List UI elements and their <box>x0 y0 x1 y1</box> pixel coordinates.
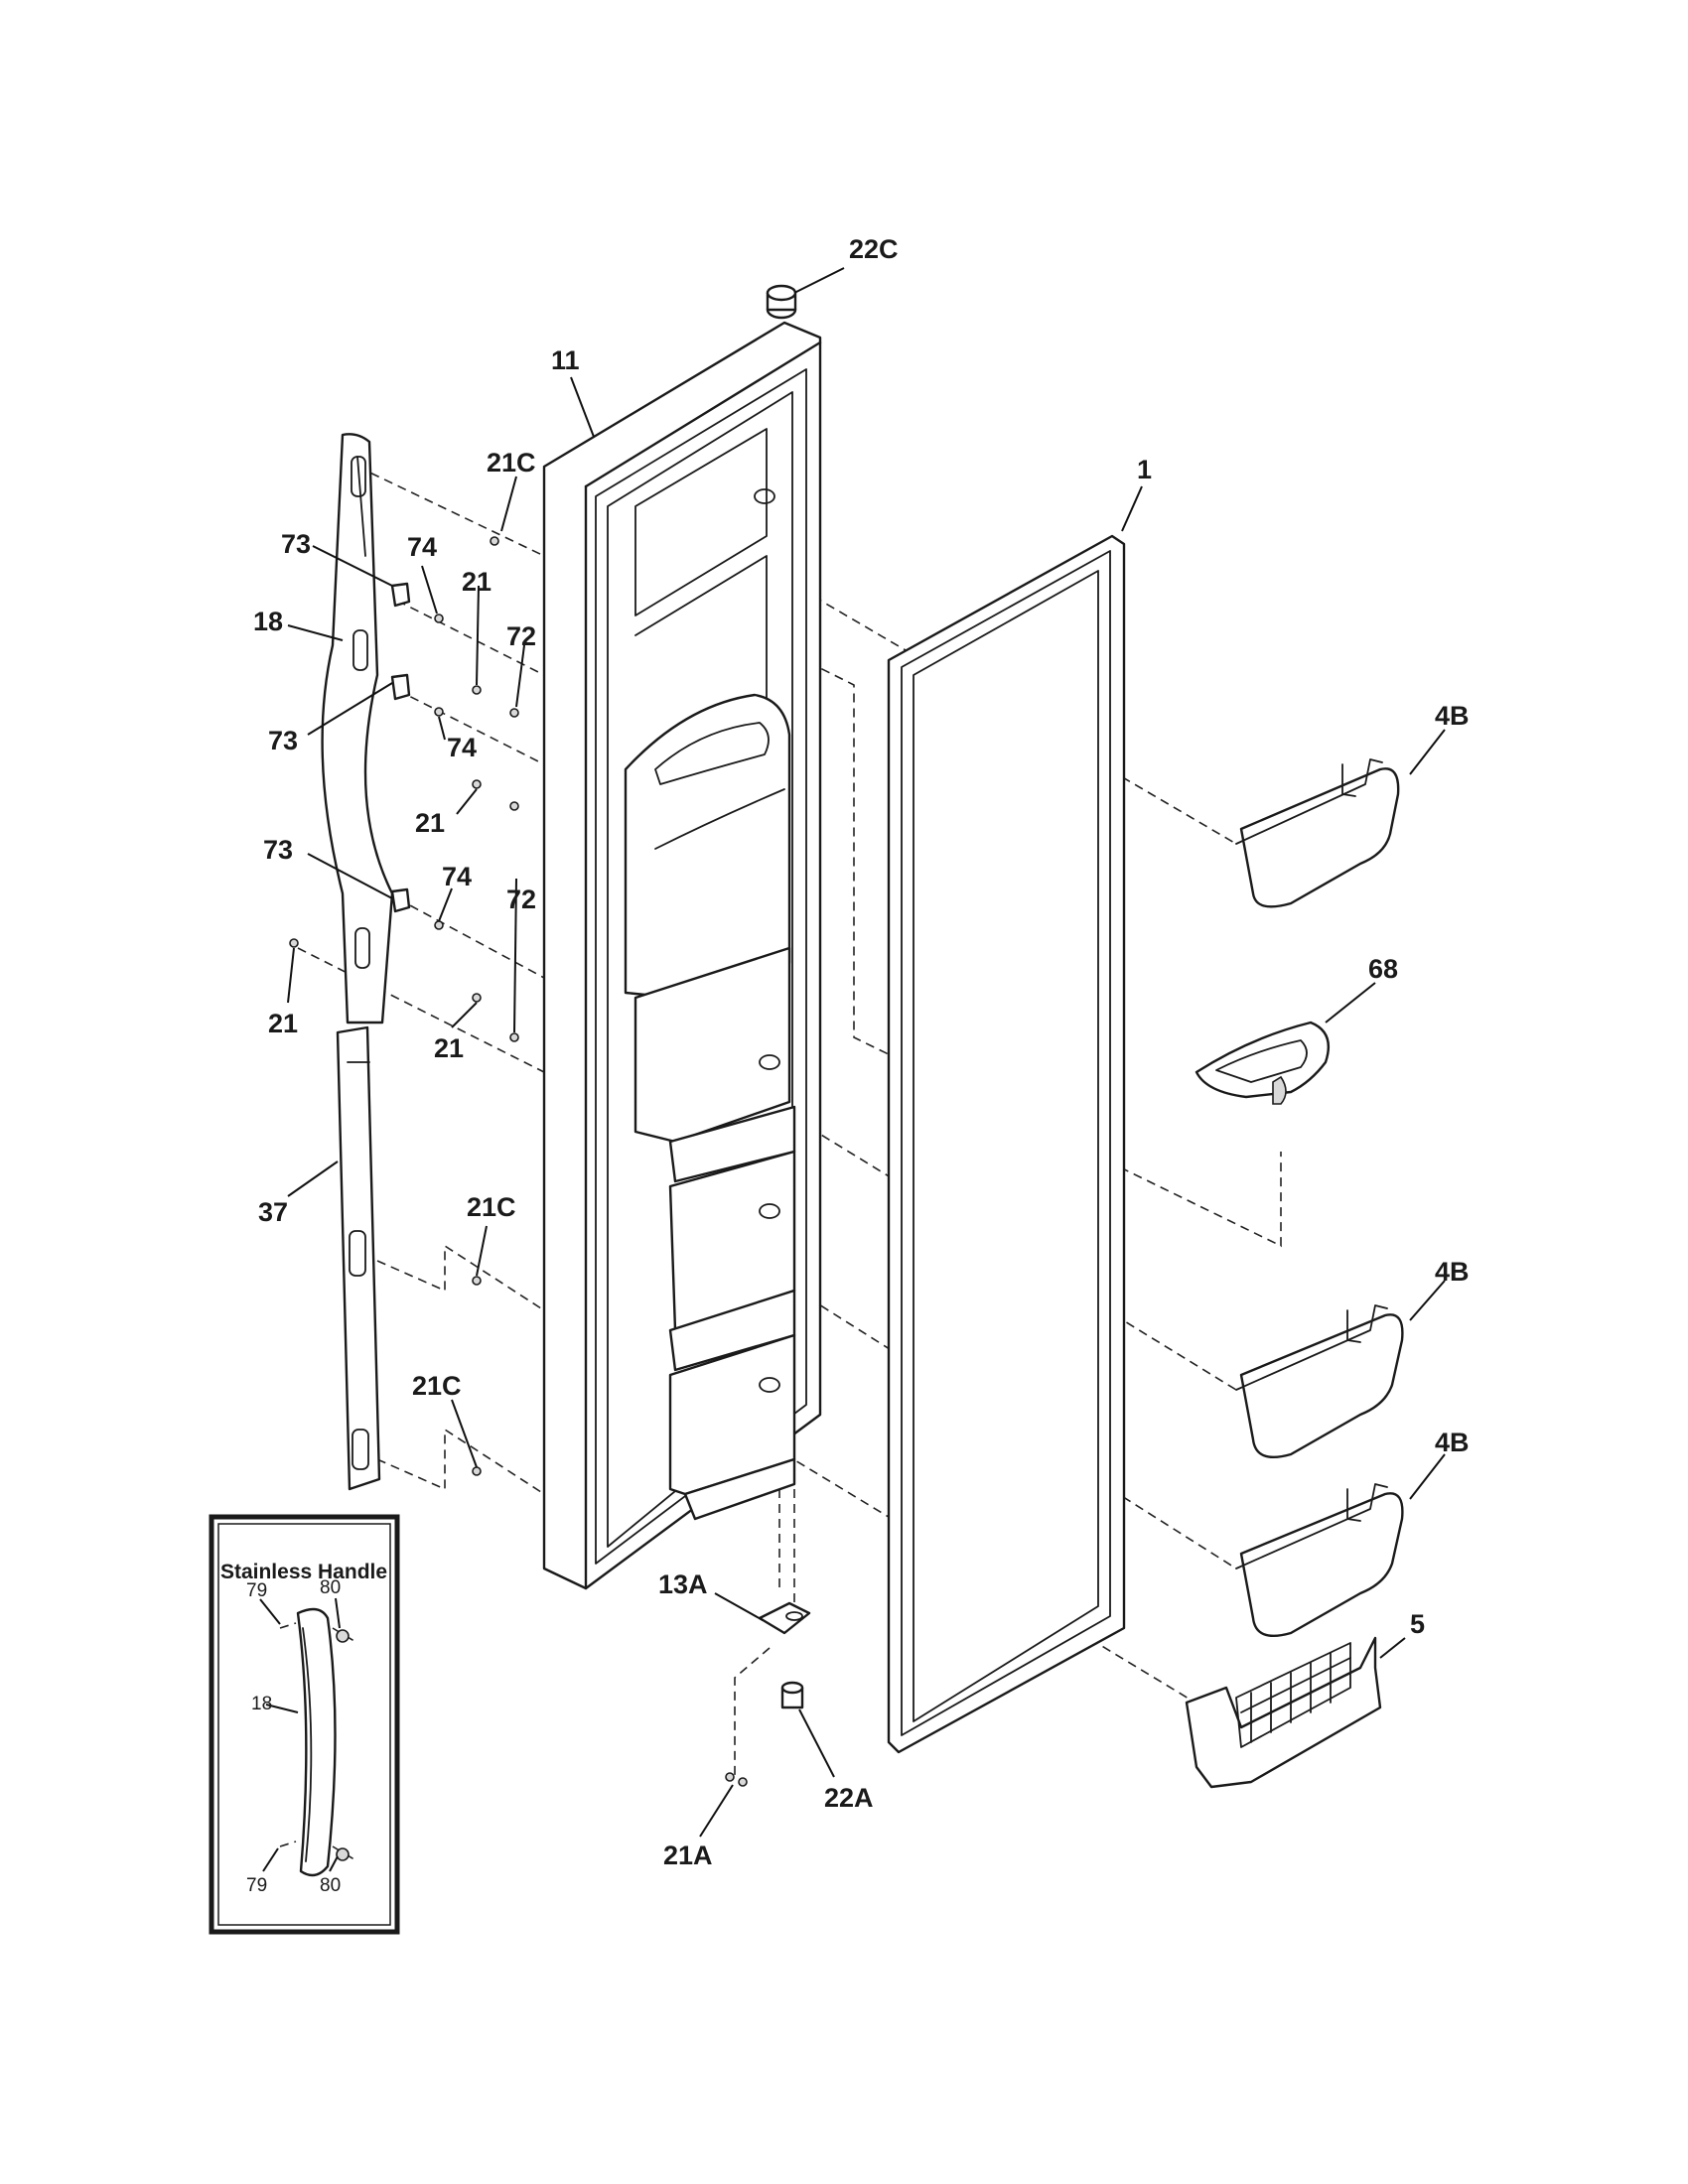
callout-74-a: 74 <box>407 532 437 562</box>
callout-22a: 22A <box>824 1783 874 1813</box>
callout-21c-top: 21C <box>487 448 536 478</box>
door-bin-4b-middle <box>1235 1304 1404 1459</box>
wire-basket-5 <box>1185 1636 1382 1789</box>
handle-trim-37 <box>336 1025 381 1491</box>
door-bin-4b-upper <box>1235 758 1400 908</box>
callout-1: 1 <box>1137 455 1152 484</box>
callout-72-b: 72 <box>506 885 536 914</box>
callout-13a: 13A <box>658 1570 708 1599</box>
callout-11: 11 <box>551 345 580 375</box>
callout-74-c: 74 <box>442 862 472 891</box>
callout-73-c: 73 <box>263 835 293 865</box>
leader-lines <box>287 267 1446 1838</box>
hinge-screws-21a <box>725 1772 748 1787</box>
callout-5: 5 <box>1410 1609 1425 1639</box>
stainless-handle-inset: Stainless Handle 79 80 18 79 80 <box>209 1514 400 1935</box>
callout-37: 37 <box>258 1197 288 1227</box>
callout-4b-a: 4B <box>1435 701 1470 731</box>
callout-21-a: 21 <box>462 567 492 597</box>
callout-22c: 22C <box>849 234 899 264</box>
callout-21a: 21A <box>663 1841 713 1870</box>
callout-68: 68 <box>1368 954 1398 984</box>
door-bin-4b-lower <box>1235 1483 1404 1638</box>
callout-4b-c: 4B <box>1435 1428 1470 1457</box>
inset-callout-18: 18 <box>251 1694 272 1714</box>
door-assembly <box>542 321 822 1590</box>
callout-73-b: 73 <box>268 726 298 755</box>
callout-74-b: 74 <box>447 733 477 762</box>
door-gasket <box>887 534 1126 1754</box>
callout-73-a: 73 <box>281 529 311 559</box>
inset-title: Stainless Handle <box>220 1561 387 1583</box>
callout-72-a: 72 <box>506 621 536 651</box>
handle-upper-18 <box>321 433 394 1024</box>
callout-21c-low: 21C <box>412 1371 462 1401</box>
inset-callout-79-bot: 79 <box>246 1875 267 1896</box>
callout-21-b: 21 <box>415 808 445 838</box>
lower-hinge-13a <box>758 1601 811 1635</box>
inset-callout-79-top: 79 <box>246 1580 267 1601</box>
hinge-bushing-22a <box>780 1681 804 1709</box>
callout-21-d: 21 <box>434 1033 464 1063</box>
inset-callout-80-top: 80 <box>320 1577 341 1598</box>
callout-labels: 22C 11 21C 1 73 74 21 72 18 73 74 21 4B … <box>253 234 1470 1870</box>
callout-21-c: 21 <box>268 1009 298 1038</box>
hinge-cap-22c <box>766 284 797 320</box>
inset-callout-80-bot: 80 <box>320 1875 341 1896</box>
callout-4b-b: 4B <box>1435 1257 1470 1287</box>
callout-18: 18 <box>253 607 283 636</box>
callout-21c-mid: 21C <box>467 1192 516 1222</box>
dispenser-cup-68 <box>1195 1021 1331 1105</box>
handle-fasteners <box>289 536 519 1476</box>
